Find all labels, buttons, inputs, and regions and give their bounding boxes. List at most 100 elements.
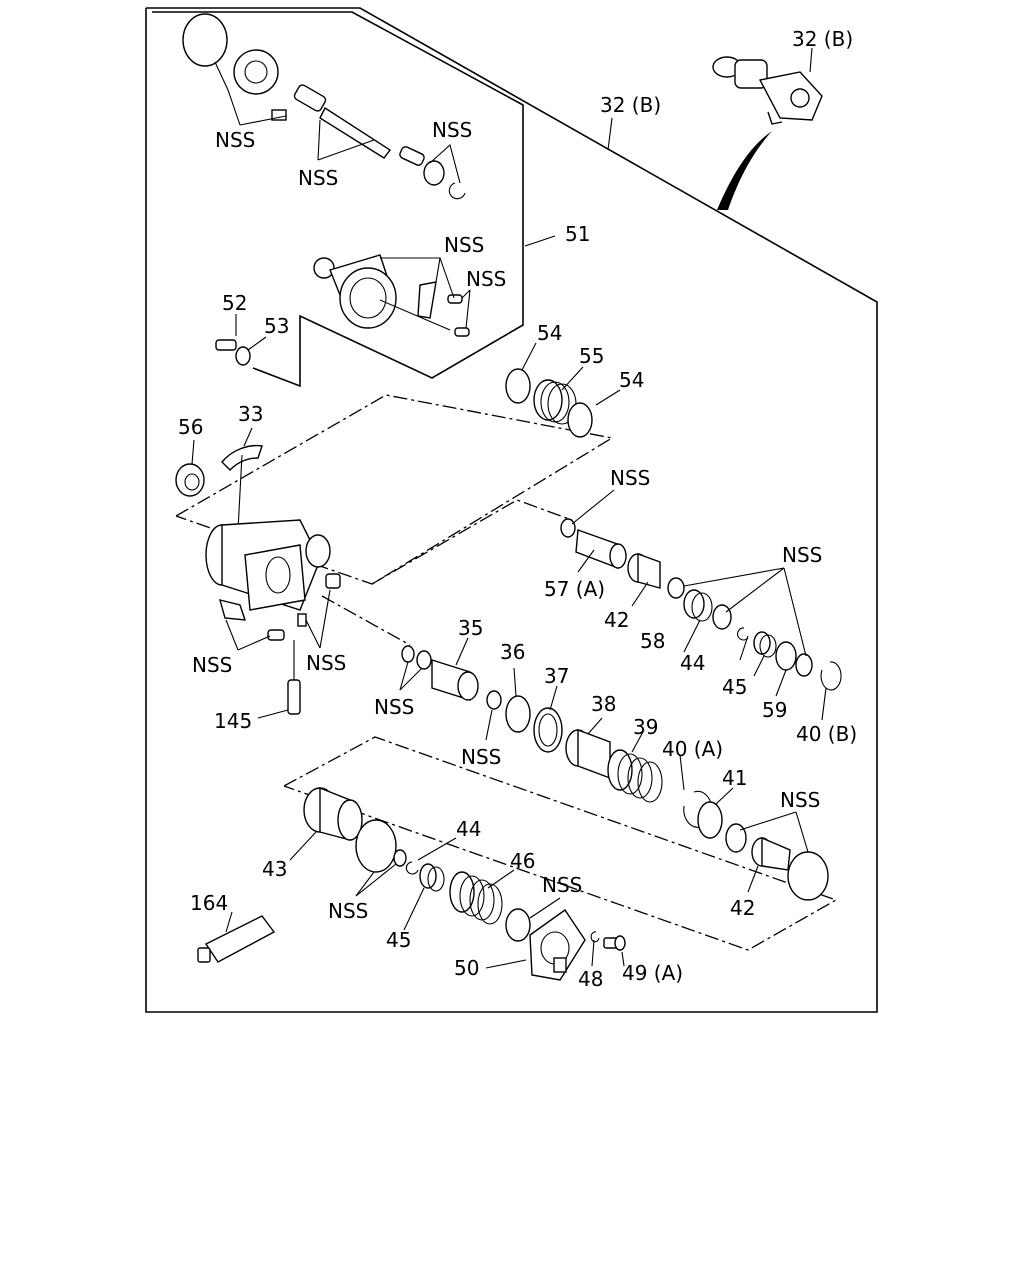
label-50: 50 bbox=[454, 956, 479, 980]
label-40b: 40 (B) bbox=[796, 722, 857, 746]
label-40a: 40 (A) bbox=[662, 737, 723, 761]
label-41: 41 bbox=[722, 766, 747, 790]
spring-46 bbox=[449, 871, 503, 925]
label-45a: 45 bbox=[722, 675, 747, 699]
label-36: 36 bbox=[500, 640, 525, 664]
oring-nss-e bbox=[416, 650, 432, 670]
housing-51 bbox=[313, 254, 470, 337]
label-56: 56 bbox=[178, 415, 203, 439]
valve-57a bbox=[575, 529, 627, 569]
label-nss-12: NSS bbox=[780, 788, 820, 812]
oring-nss-b bbox=[712, 604, 732, 630]
washer-54a bbox=[505, 368, 531, 404]
screw-52 bbox=[215, 339, 237, 351]
piston-38 bbox=[565, 728, 611, 780]
main-body bbox=[205, 519, 341, 641]
label-49a: 49 (A) bbox=[622, 961, 683, 985]
label-nss-2: NSS bbox=[298, 166, 338, 190]
clip-44a bbox=[737, 627, 749, 641]
spring-39 bbox=[607, 749, 663, 803]
label-46: 46 bbox=[510, 849, 535, 873]
spring-45b bbox=[419, 863, 445, 892]
dashdot-outline-middle bbox=[371, 499, 573, 585]
oring-nss-h bbox=[787, 851, 829, 901]
cap-59 bbox=[775, 641, 797, 671]
label-48: 48 bbox=[578, 967, 603, 991]
dashdot-axis bbox=[321, 595, 411, 646]
seal-41 bbox=[697, 801, 723, 839]
arrow-32b bbox=[717, 131, 772, 210]
pin-145 bbox=[287, 679, 301, 715]
label-39: 39 bbox=[633, 715, 658, 739]
valve-35 bbox=[431, 659, 479, 701]
washer-54b bbox=[567, 402, 593, 438]
clip-48 bbox=[590, 931, 600, 943]
leader-lines bbox=[191, 47, 827, 969]
part-32b-switch bbox=[712, 56, 823, 125]
leader-33 bbox=[237, 454, 243, 531]
label-33: 33 bbox=[238, 402, 263, 426]
assembly-box-51 bbox=[152, 11, 524, 388]
label-32b: 32 (B) bbox=[600, 93, 661, 117]
oring-nss-c bbox=[795, 653, 813, 677]
label-53: 53 bbox=[264, 314, 289, 338]
label-44a: 44 bbox=[680, 651, 705, 675]
label-44b: 44 bbox=[456, 817, 481, 841]
oring-nss-j bbox=[393, 849, 407, 867]
bearing-36 bbox=[505, 695, 531, 733]
sleeve-42a bbox=[627, 553, 661, 589]
label-38: 38 bbox=[591, 692, 616, 716]
shaft-part bbox=[293, 84, 466, 200]
label-nss-13: NSS bbox=[328, 899, 368, 923]
oring-nss-f bbox=[486, 690, 502, 710]
label-32b-top: 32 (B) bbox=[792, 27, 853, 51]
bushing-56 bbox=[175, 463, 205, 497]
label-nss-14: NSS bbox=[542, 873, 582, 897]
label-37: 37 bbox=[544, 664, 569, 688]
dashdot-outline-upper bbox=[175, 394, 614, 585]
piston-43 bbox=[303, 786, 363, 841]
label-nss-11: NSS bbox=[461, 745, 501, 769]
tube-164 bbox=[197, 915, 276, 963]
seal-37 bbox=[533, 707, 563, 753]
label-35: 35 bbox=[458, 616, 483, 640]
label-164: 164 bbox=[190, 891, 228, 915]
label-nss-9: NSS bbox=[306, 651, 346, 675]
plug-42b bbox=[751, 836, 791, 871]
label-nss-1: NSS bbox=[215, 128, 255, 152]
label-42a: 42 bbox=[604, 608, 629, 632]
label-nss-4: NSS bbox=[444, 233, 484, 257]
part-58 bbox=[683, 589, 713, 622]
bolt-49a bbox=[603, 935, 626, 951]
label-52: 52 bbox=[222, 291, 247, 315]
dashdot-outline-lower bbox=[283, 736, 838, 951]
knob-part bbox=[182, 13, 287, 121]
diagram-frame bbox=[145, 7, 878, 1013]
label-43: 43 bbox=[262, 857, 287, 881]
spring-45a bbox=[753, 631, 777, 658]
label-42b: 42 bbox=[730, 896, 755, 920]
oring-nss-57 bbox=[560, 518, 576, 538]
label-145: 145 bbox=[214, 709, 252, 733]
cover-50 bbox=[529, 909, 586, 981]
label-nss-5: NSS bbox=[466, 267, 506, 291]
label-54a: 54 bbox=[537, 321, 562, 345]
label-58: 58 bbox=[640, 629, 665, 653]
label-55: 55 bbox=[579, 344, 604, 368]
oring-nss-d bbox=[401, 645, 415, 663]
oring-nss-g bbox=[725, 823, 747, 853]
oring-nss-k bbox=[505, 908, 531, 942]
label-54b: 54 bbox=[619, 368, 644, 392]
oring-nss-a bbox=[667, 577, 685, 599]
oring-nss-i bbox=[355, 819, 397, 873]
label-nss-10: NSS bbox=[374, 695, 414, 719]
label-nss-8: NSS bbox=[192, 653, 232, 677]
washer-53 bbox=[235, 346, 251, 366]
label-51: 51 bbox=[565, 222, 590, 246]
clip-44b bbox=[405, 861, 419, 875]
label-nss-3: NSS bbox=[432, 118, 472, 142]
label-45b: 45 bbox=[386, 928, 411, 952]
label-59: 59 bbox=[762, 698, 787, 722]
spring-55 bbox=[533, 379, 577, 425]
